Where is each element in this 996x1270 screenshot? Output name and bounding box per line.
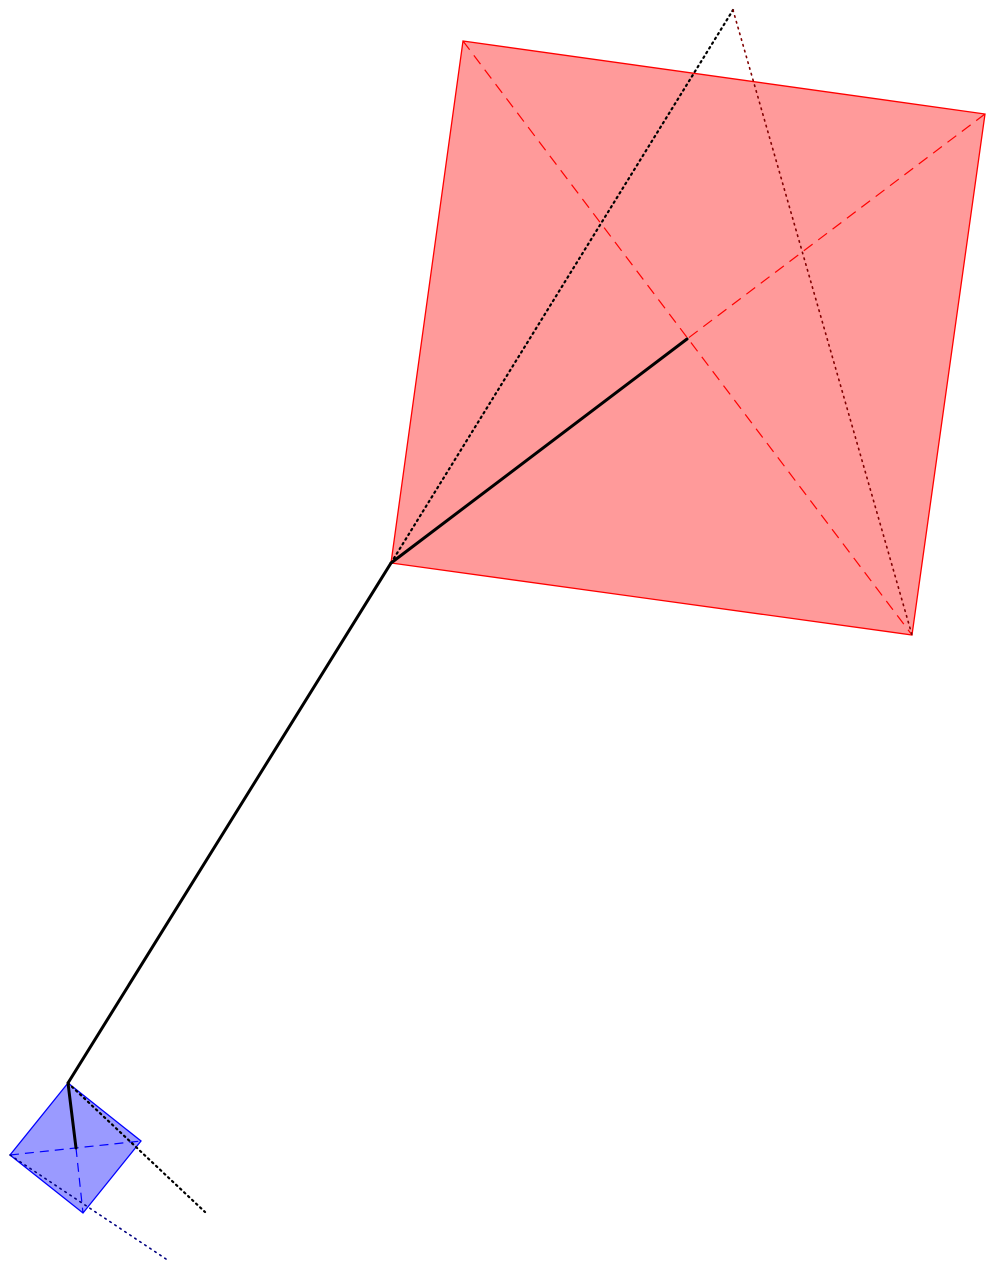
- connector-main-segment: [66, 561, 393, 1085]
- small-dark-dotted-line: [66, 1081, 207, 1214]
- small-blue-dotted-line: [9, 1154, 167, 1260]
- connector-path: [66, 337, 689, 1150]
- large-square-diagonal-2: [686, 113, 986, 340]
- apex-to-far-corner-dotted-line: [732, 9, 913, 636]
- apex-to-corner-dotted-line: [389, 8, 735, 565]
- large-construction-lines: [389, 8, 913, 636]
- small-square-diagonal-2: [75, 1147, 84, 1214]
- connector-top-segment: [389, 337, 689, 565]
- small-construction-lines: [9, 1081, 207, 1260]
- large-square-diagonal-1: [462, 40, 913, 636]
- connector-small-segment: [66, 1081, 78, 1150]
